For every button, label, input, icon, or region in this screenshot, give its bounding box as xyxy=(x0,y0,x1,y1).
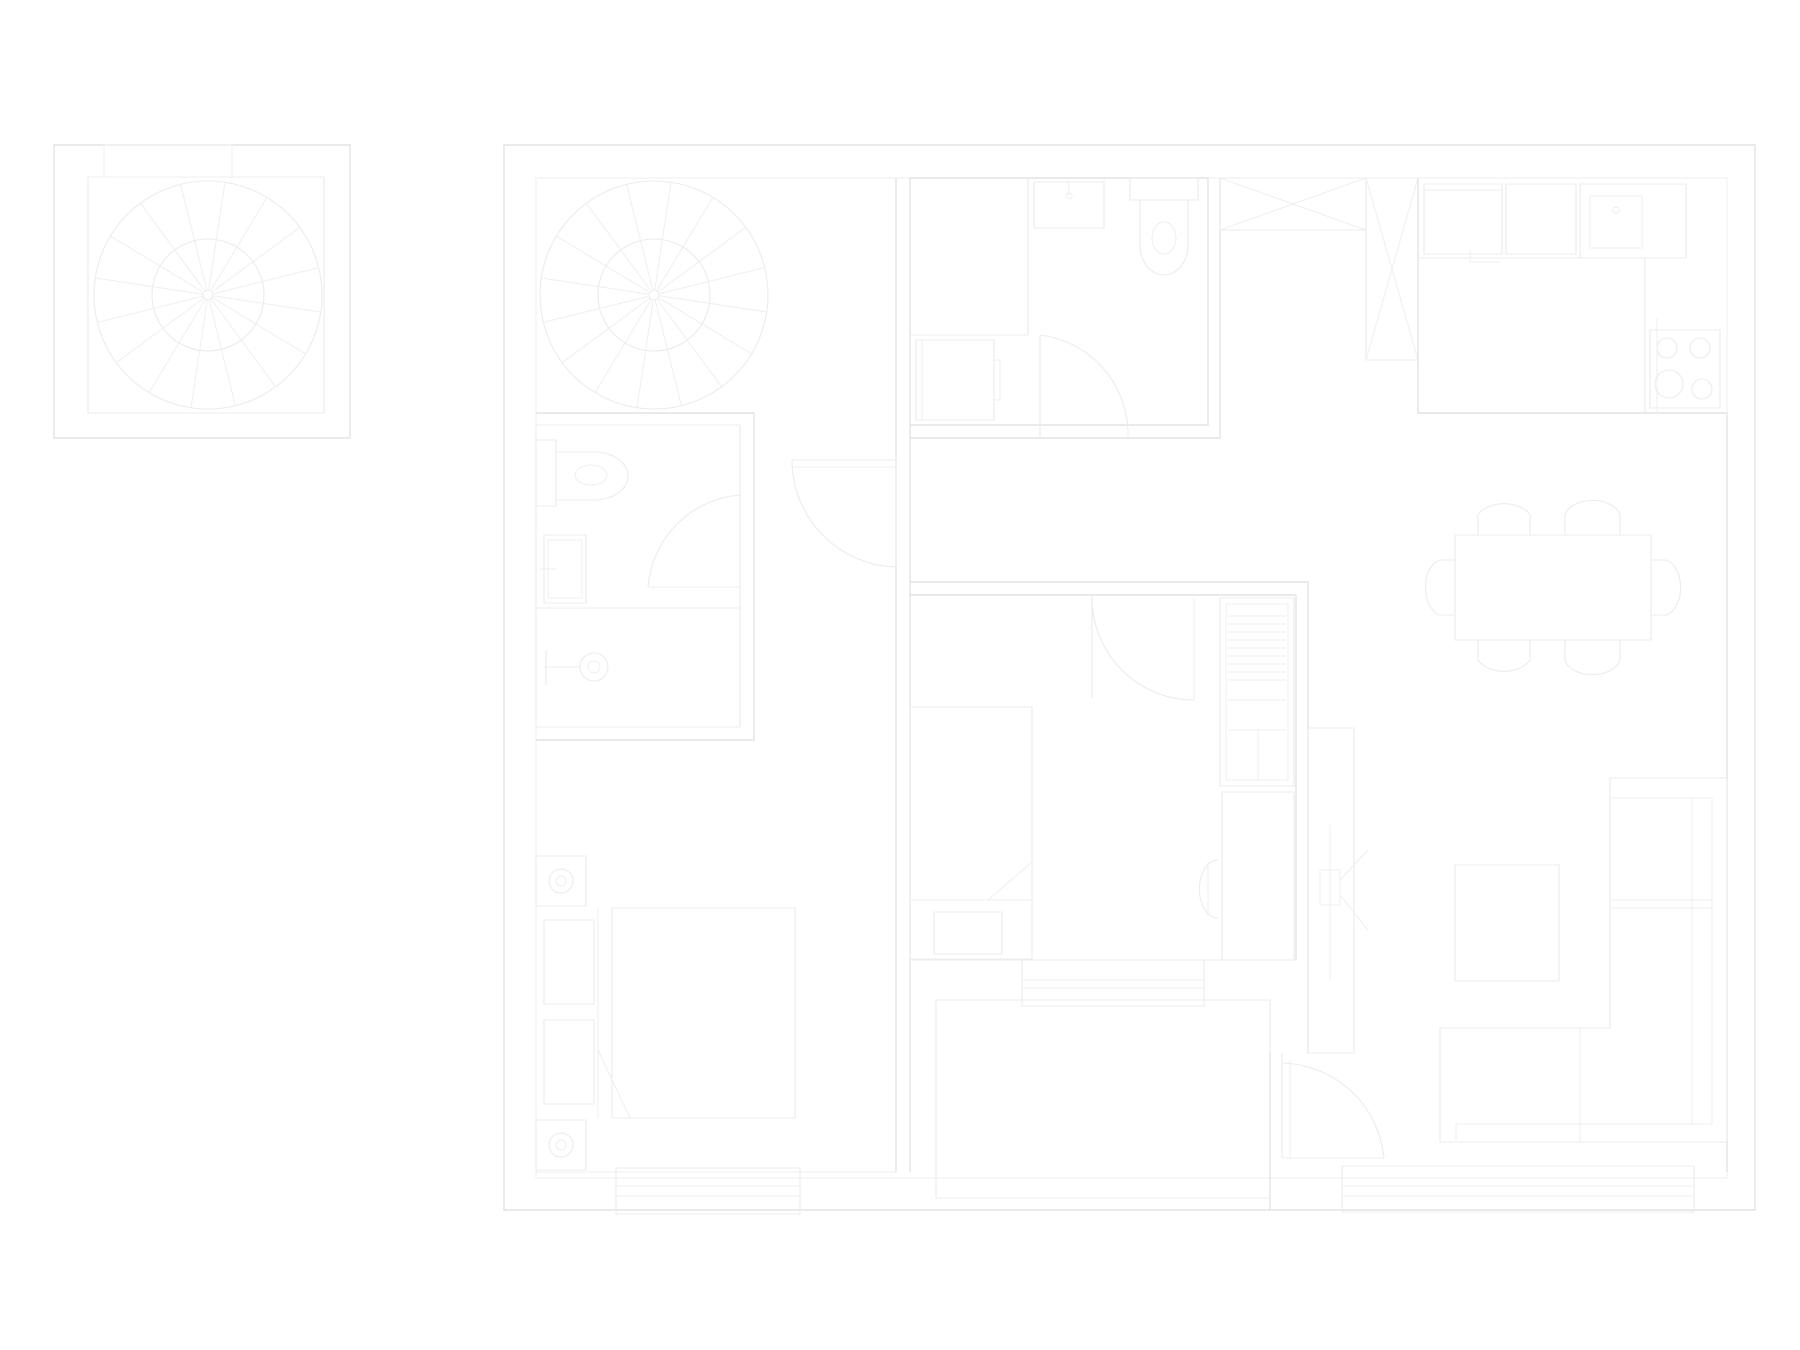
stair-tread xyxy=(149,300,205,393)
stair-tread xyxy=(95,278,202,294)
stair-tread xyxy=(657,197,713,290)
desk xyxy=(1222,792,1294,960)
kitchen-cabinet xyxy=(1506,184,1576,254)
wardrobe xyxy=(1220,598,1294,786)
stair-tread xyxy=(627,184,653,289)
toilet-icon xyxy=(536,440,628,506)
window xyxy=(1342,1166,1694,1212)
entry-door-swing xyxy=(792,460,896,567)
stair-tread xyxy=(658,300,722,387)
sink-icon xyxy=(540,535,586,603)
stair-tread xyxy=(541,278,648,294)
stair-tread xyxy=(181,184,207,289)
entry-door-swing xyxy=(1282,1053,1384,1158)
bathroom-door-swing xyxy=(1040,335,1128,438)
living-dining xyxy=(1342,413,1727,1212)
cooktop-icon xyxy=(1650,330,1720,408)
double-bed xyxy=(910,707,1032,959)
desk-chair xyxy=(1199,860,1218,918)
lower-room-bed xyxy=(936,1000,1270,1198)
bedroom-door-swing xyxy=(1092,595,1194,700)
stair-tread xyxy=(660,268,765,294)
bedroom-center xyxy=(910,595,1296,1006)
toilet-icon xyxy=(1130,178,1198,275)
kitchen-sink-icon xyxy=(1580,184,1686,258)
upper-floor-plan xyxy=(54,145,350,438)
nightstand-lamp-icon xyxy=(536,856,586,906)
stair-tread xyxy=(659,227,746,291)
stair-tread xyxy=(110,236,202,292)
kitchen xyxy=(1418,178,1727,413)
dishwasher xyxy=(1424,184,1502,254)
double-bed xyxy=(612,908,795,1118)
stair-tread xyxy=(543,296,648,322)
stair-tread xyxy=(655,182,671,289)
bathroom-left xyxy=(536,425,740,727)
stair-tread xyxy=(191,301,207,408)
bathtub-icon xyxy=(916,340,1000,420)
stair-tread xyxy=(211,197,267,290)
nightstand-lamp-icon xyxy=(536,1120,586,1170)
sliding-partition xyxy=(1308,728,1368,1053)
outer-wall xyxy=(504,145,1755,1210)
stair-tread xyxy=(637,301,653,408)
stair-tread xyxy=(556,236,649,292)
stair-tread xyxy=(212,300,276,387)
upper-spiral-stair xyxy=(94,181,322,409)
stair-tread xyxy=(209,301,235,406)
sofa xyxy=(1440,778,1727,1142)
bedroom-left xyxy=(536,856,800,1214)
stair-tread xyxy=(214,296,321,312)
window xyxy=(1022,960,1204,1006)
storage-closet xyxy=(1220,178,1418,360)
stair-tread xyxy=(213,298,306,354)
dining-table xyxy=(1425,500,1680,674)
stair-tread xyxy=(660,296,767,312)
stair-tread xyxy=(140,203,204,290)
stair-tread xyxy=(659,298,752,354)
stair-tread xyxy=(586,203,650,290)
stair-tread xyxy=(213,227,300,291)
sink-icon xyxy=(1034,182,1104,228)
stair-tread xyxy=(214,268,319,294)
stair-tread xyxy=(209,182,225,289)
stair-tread xyxy=(655,301,681,406)
shower-icon xyxy=(544,650,608,685)
stair-tread xyxy=(97,296,202,322)
stair-tread xyxy=(595,300,651,393)
bathroom-door-swing xyxy=(648,495,740,587)
window xyxy=(616,1168,800,1214)
stair-tread xyxy=(562,299,649,363)
wardrobe xyxy=(544,920,594,1004)
coffee-table xyxy=(1455,865,1559,981)
main-floor-plan xyxy=(504,145,1755,1214)
stair-tread xyxy=(116,299,203,363)
main-spiral-stair xyxy=(540,181,768,409)
bathroom-center xyxy=(910,178,1220,438)
